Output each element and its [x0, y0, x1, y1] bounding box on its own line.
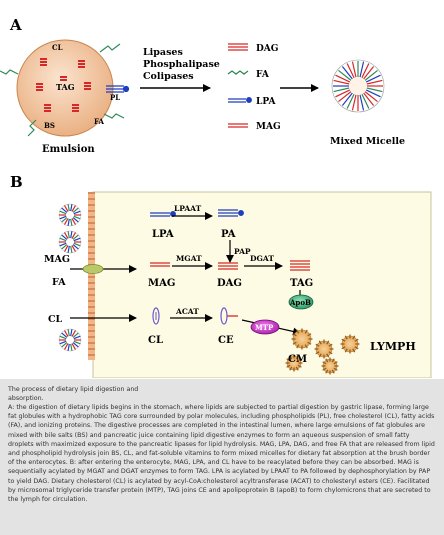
emulsion-cl-label: CL: [52, 43, 63, 52]
lipid-digestion-figure: A CL TAG PL BS FA Emulsion Lipases Phosp…: [0, 16, 432, 378]
product-lpa: LPA: [256, 97, 276, 107]
emulsion-green-chains: [0, 43, 125, 137]
species-ce: CE: [218, 335, 234, 346]
enzyme-lipases: Lipases: [143, 47, 183, 58]
panel-b-letter: B: [10, 173, 23, 191]
enzyme-pap: PAP: [234, 247, 251, 256]
emulsion-pl-chains: [106, 85, 130, 93]
species-cl: CL: [148, 335, 163, 346]
enzyme-apob: ApoB: [289, 298, 311, 307]
apob-protein: [288, 294, 314, 310]
product-dag: DAG: [256, 44, 278, 54]
enzyme-dgat: DGAT: [250, 254, 274, 263]
enzyme-mgat: MGAT: [176, 254, 202, 263]
species-pa: PA: [221, 229, 236, 240]
emulsion-fa-label: FA: [94, 117, 105, 126]
cl-molecule-b: [152, 307, 160, 325]
enzyme-mtp: MTP: [255, 323, 274, 332]
mtp-protein: [250, 319, 280, 335]
caption-title: The process of dietary lipid digestion a…: [8, 386, 139, 402]
transporter-icon: [82, 264, 104, 274]
ce-molecule-b: [220, 307, 238, 325]
tag-molecule-b: [290, 260, 310, 271]
lymph-label: LYMPH: [370, 340, 416, 353]
emulsion-tag-label: TAG: [56, 82, 75, 92]
emulsion-bs-label: BS: [44, 121, 55, 130]
species-dag: DAG: [217, 278, 242, 289]
pa-molecule: [218, 209, 244, 217]
product-mag: MAG: [256, 122, 281, 132]
mag-molecule-icon: [228, 123, 248, 128]
enterocyte-cell: [92, 191, 432, 378]
panel-a-letter: A: [9, 16, 22, 34]
brush-border: [88, 192, 95, 360]
species-mag: MAG: [148, 278, 175, 289]
input-fa: FA: [52, 277, 66, 288]
species-tag: TAG: [290, 278, 313, 289]
species-lpa: LPA: [152, 229, 174, 240]
micelle-label: Mixed Micelle: [330, 136, 405, 147]
mixed-micelle: [331, 59, 385, 113]
enzyme-colipases: Colipases: [143, 71, 194, 82]
emulsion-droplet: [16, 39, 114, 137]
figure-caption: The process of dietary lipid digestion a…: [0, 379, 444, 535]
input-cl: CL: [48, 314, 63, 325]
product-fa: FA: [256, 70, 270, 80]
lpa-molecule-icon: [228, 97, 252, 103]
species-cm: CM: [288, 354, 307, 365]
dag-molecule-b: [218, 262, 238, 270]
dag-molecule-icon: [228, 43, 248, 51]
lpa-molecule-b: [150, 211, 176, 217]
caption-body: A: the digestion of dietary lipids begin…: [8, 404, 435, 504]
emulsion-pl-label: PL: [110, 93, 120, 102]
enzyme-lpaat: LPAAT: [174, 204, 202, 213]
mag-molecule-b: [150, 262, 170, 267]
emulsion-caption: Emulsion: [42, 144, 95, 155]
luminal-micelles: [58, 203, 82, 352]
input-mag: MAG: [44, 254, 70, 265]
enzyme-phospholipase: Phosphalipase: [143, 59, 220, 70]
chylomicrons: [285, 328, 360, 375]
fa-molecule-icon: [227, 70, 249, 75]
enzyme-acat: ACAT: [175, 307, 199, 316]
